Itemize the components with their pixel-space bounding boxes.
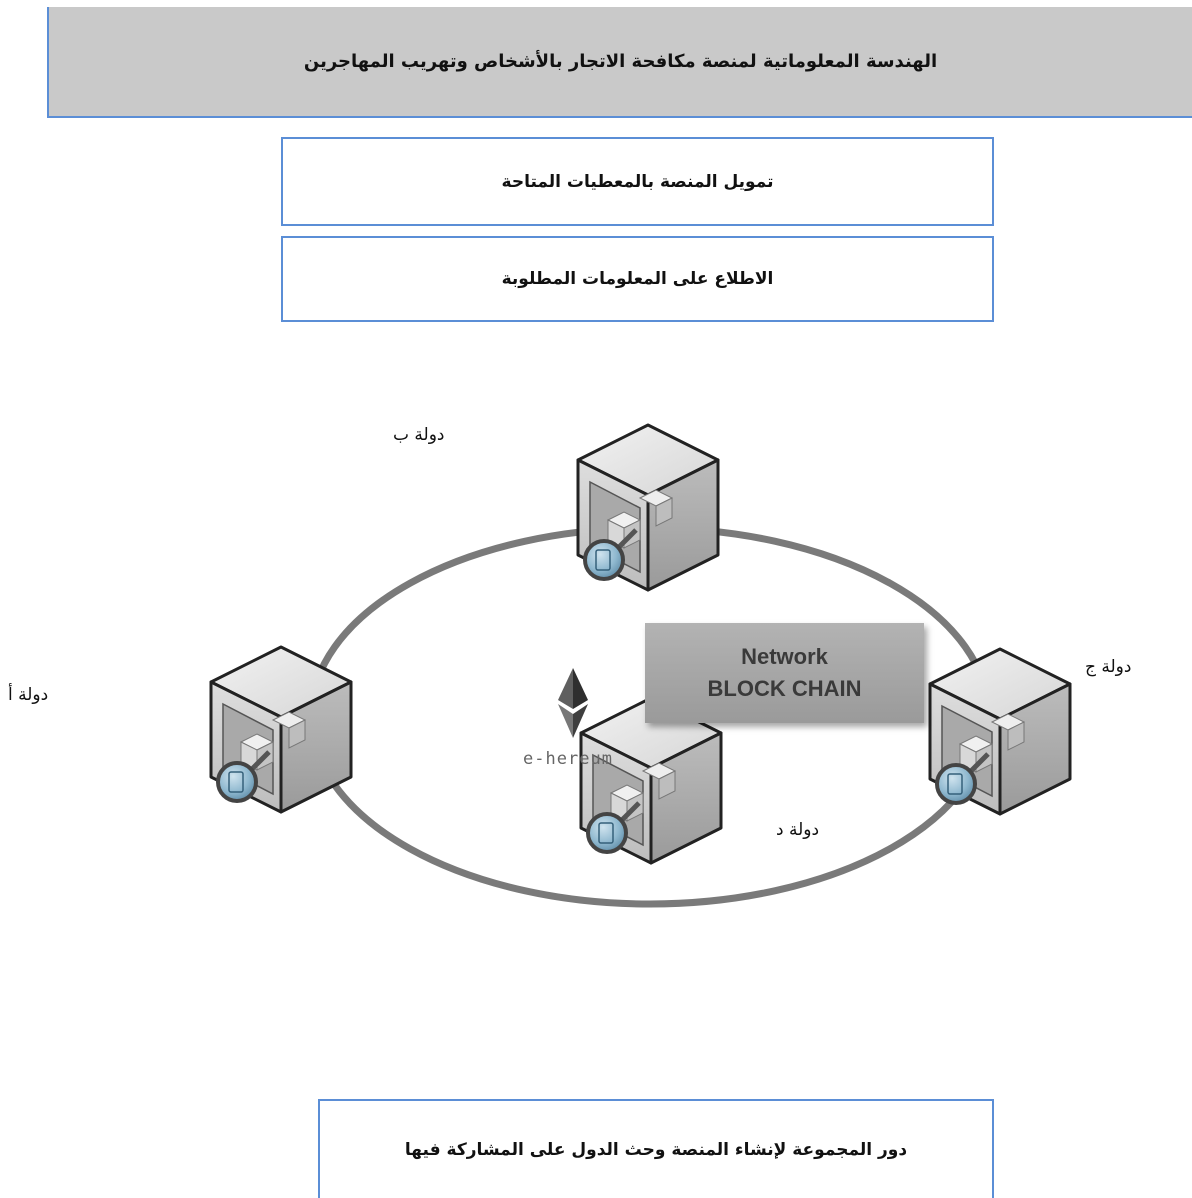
server-node-c-icon bbox=[930, 649, 1070, 814]
page-title: الهندسة المعلوماتية لمنصة مكافحة الاتجار… bbox=[303, 51, 938, 72]
info-step-box: الاطلاع على المعلومات المطلوبة bbox=[281, 236, 994, 322]
ethereum-logo-text: e-hereum bbox=[523, 749, 613, 769]
funding-step-box: تمويل المنصة بالمعطيات المتاحة bbox=[281, 137, 994, 226]
ethereum-logo-icon bbox=[558, 668, 588, 738]
network-label-line1: Network bbox=[741, 644, 828, 670]
server-node-a-icon bbox=[211, 647, 351, 812]
blockchain-network-box: Network BLOCK CHAIN bbox=[645, 623, 924, 723]
group-role-box: دور المجموعة لإنشاء المنصة وحث الدول على… bbox=[318, 1099, 994, 1198]
network-label-line2: BLOCK CHAIN bbox=[707, 676, 862, 701]
node-label-a: دولة أ bbox=[8, 685, 49, 705]
group-role-label: دور المجموعة لإنشاء المنصة وحث الدول على… bbox=[404, 1139, 908, 1160]
info-step-label: الاطلاع على المعلومات المطلوبة bbox=[501, 269, 774, 289]
node-label-d: دولة د bbox=[776, 820, 820, 840]
funding-step-label: تمويل المنصة بالمعطيات المتاحة bbox=[501, 171, 774, 192]
page-title-box: الهندسة المعلوماتية لمنصة مكافحة الاتجار… bbox=[47, 7, 1192, 118]
server-node-b-icon bbox=[578, 425, 718, 590]
node-label-c: دولة ج bbox=[1085, 657, 1132, 677]
node-label-b: دولة ب bbox=[393, 425, 445, 445]
